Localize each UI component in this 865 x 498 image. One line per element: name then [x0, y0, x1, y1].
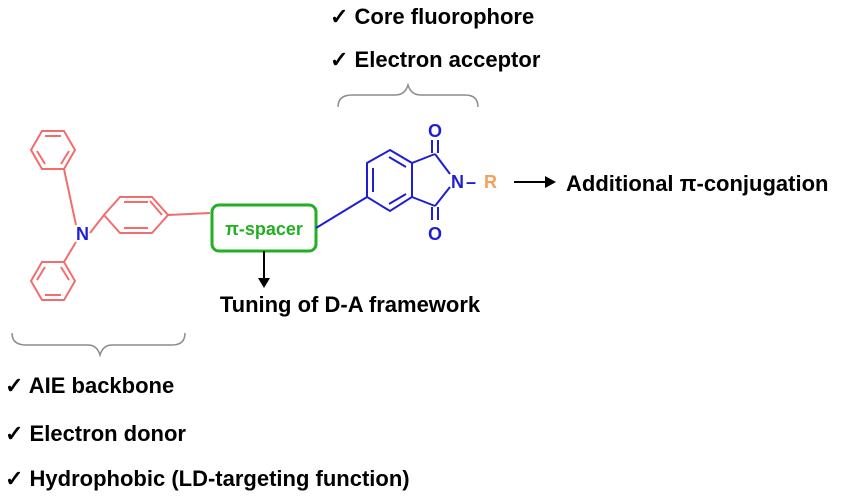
spacer-note: Tuning of D-A framework: [220, 292, 481, 317]
carbonyl-oxygen-top: O: [428, 121, 442, 141]
acceptor-brace: [337, 82, 479, 108]
carbonyl-oxygen-bottom: O: [428, 224, 442, 244]
acceptor-feature-core-fluorophore: ✓ Core fluorophore: [330, 4, 534, 29]
donor-triphenylamine: [29, 130, 211, 301]
spacer-arrowhead: [258, 278, 270, 288]
substituent-arrowhead: [545, 176, 556, 188]
r-group-atom: R: [484, 172, 497, 192]
donor-feature-aie-backbone: ✓ AIE backbone: [5, 373, 174, 398]
substituent-note: Additional π-conjugation: [566, 171, 828, 196]
acceptor-phthalimide: [315, 140, 451, 229]
donor-nitrogen-atom: N: [76, 224, 89, 244]
imide-n-r-bond: –: [466, 172, 476, 192]
pi-spacer-label: π-spacer: [225, 219, 303, 239]
donor-feature-hydrophobic: ✓ Hydrophobic (LD-targeting function): [5, 466, 410, 491]
imide-nitrogen-atom: N: [451, 172, 464, 192]
acceptor-feature-electron-acceptor: ✓ Electron acceptor: [330, 47, 541, 72]
donor-brace: [11, 332, 186, 358]
donor-feature-electron-donor: ✓ Electron donor: [5, 421, 186, 446]
